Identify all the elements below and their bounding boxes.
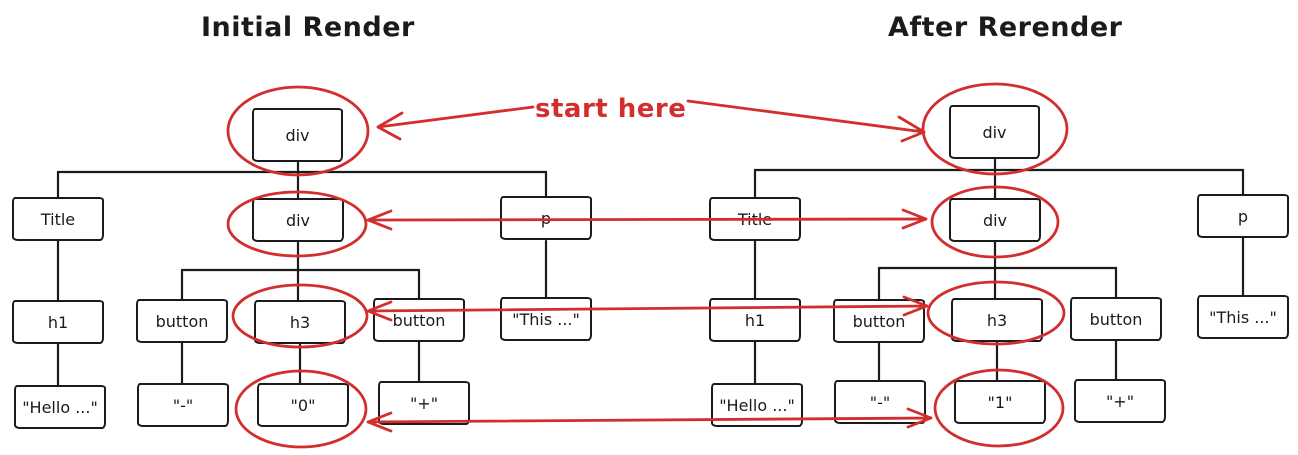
node-rerender-text-this: "This ..." [1197, 295, 1289, 339]
node-initial-h1: h1 [12, 300, 104, 344]
node-initial-text-hello: "Hello ..." [14, 385, 106, 429]
node-initial-button-plus: button [373, 298, 465, 342]
title-after-rerender: After Rerender [888, 12, 1123, 43]
node-rerender-title: Title [709, 197, 801, 241]
node-rerender-button-minus: button [833, 299, 925, 343]
node-rerender-h1: h1 [709, 298, 801, 342]
node-initial-p: p [500, 196, 592, 240]
node-rerender-p: p [1197, 194, 1289, 238]
node-rerender-div: div [949, 198, 1041, 242]
node-initial-title: Title [12, 197, 104, 241]
node-rerender-text-minus: "-" [834, 380, 926, 424]
node-initial-h3: h3 [254, 300, 346, 344]
node-rerender-h3: h3 [951, 298, 1043, 342]
node-initial-root-div: div [252, 108, 343, 162]
node-rerender-root-div: div [949, 105, 1040, 159]
node-initial-text-this: "This ..." [500, 297, 592, 341]
node-initial-text-minus: "-" [137, 383, 229, 427]
node-rerender-button-plus: button [1070, 297, 1162, 341]
node-initial-text-zero: "0" [257, 383, 349, 427]
node-rerender-text-hello: "Hello ..." [711, 383, 803, 427]
node-rerender-text-one: "1" [954, 380, 1046, 424]
title-initial-render: Initial Render [201, 12, 415, 43]
node-initial-div: div [252, 198, 344, 242]
node-initial-button-minus: button [136, 299, 228, 343]
node-initial-text-plus: "+" [378, 381, 470, 425]
node-rerender-text-plus: "+" [1074, 379, 1166, 423]
start-here-label: start here [535, 94, 687, 124]
